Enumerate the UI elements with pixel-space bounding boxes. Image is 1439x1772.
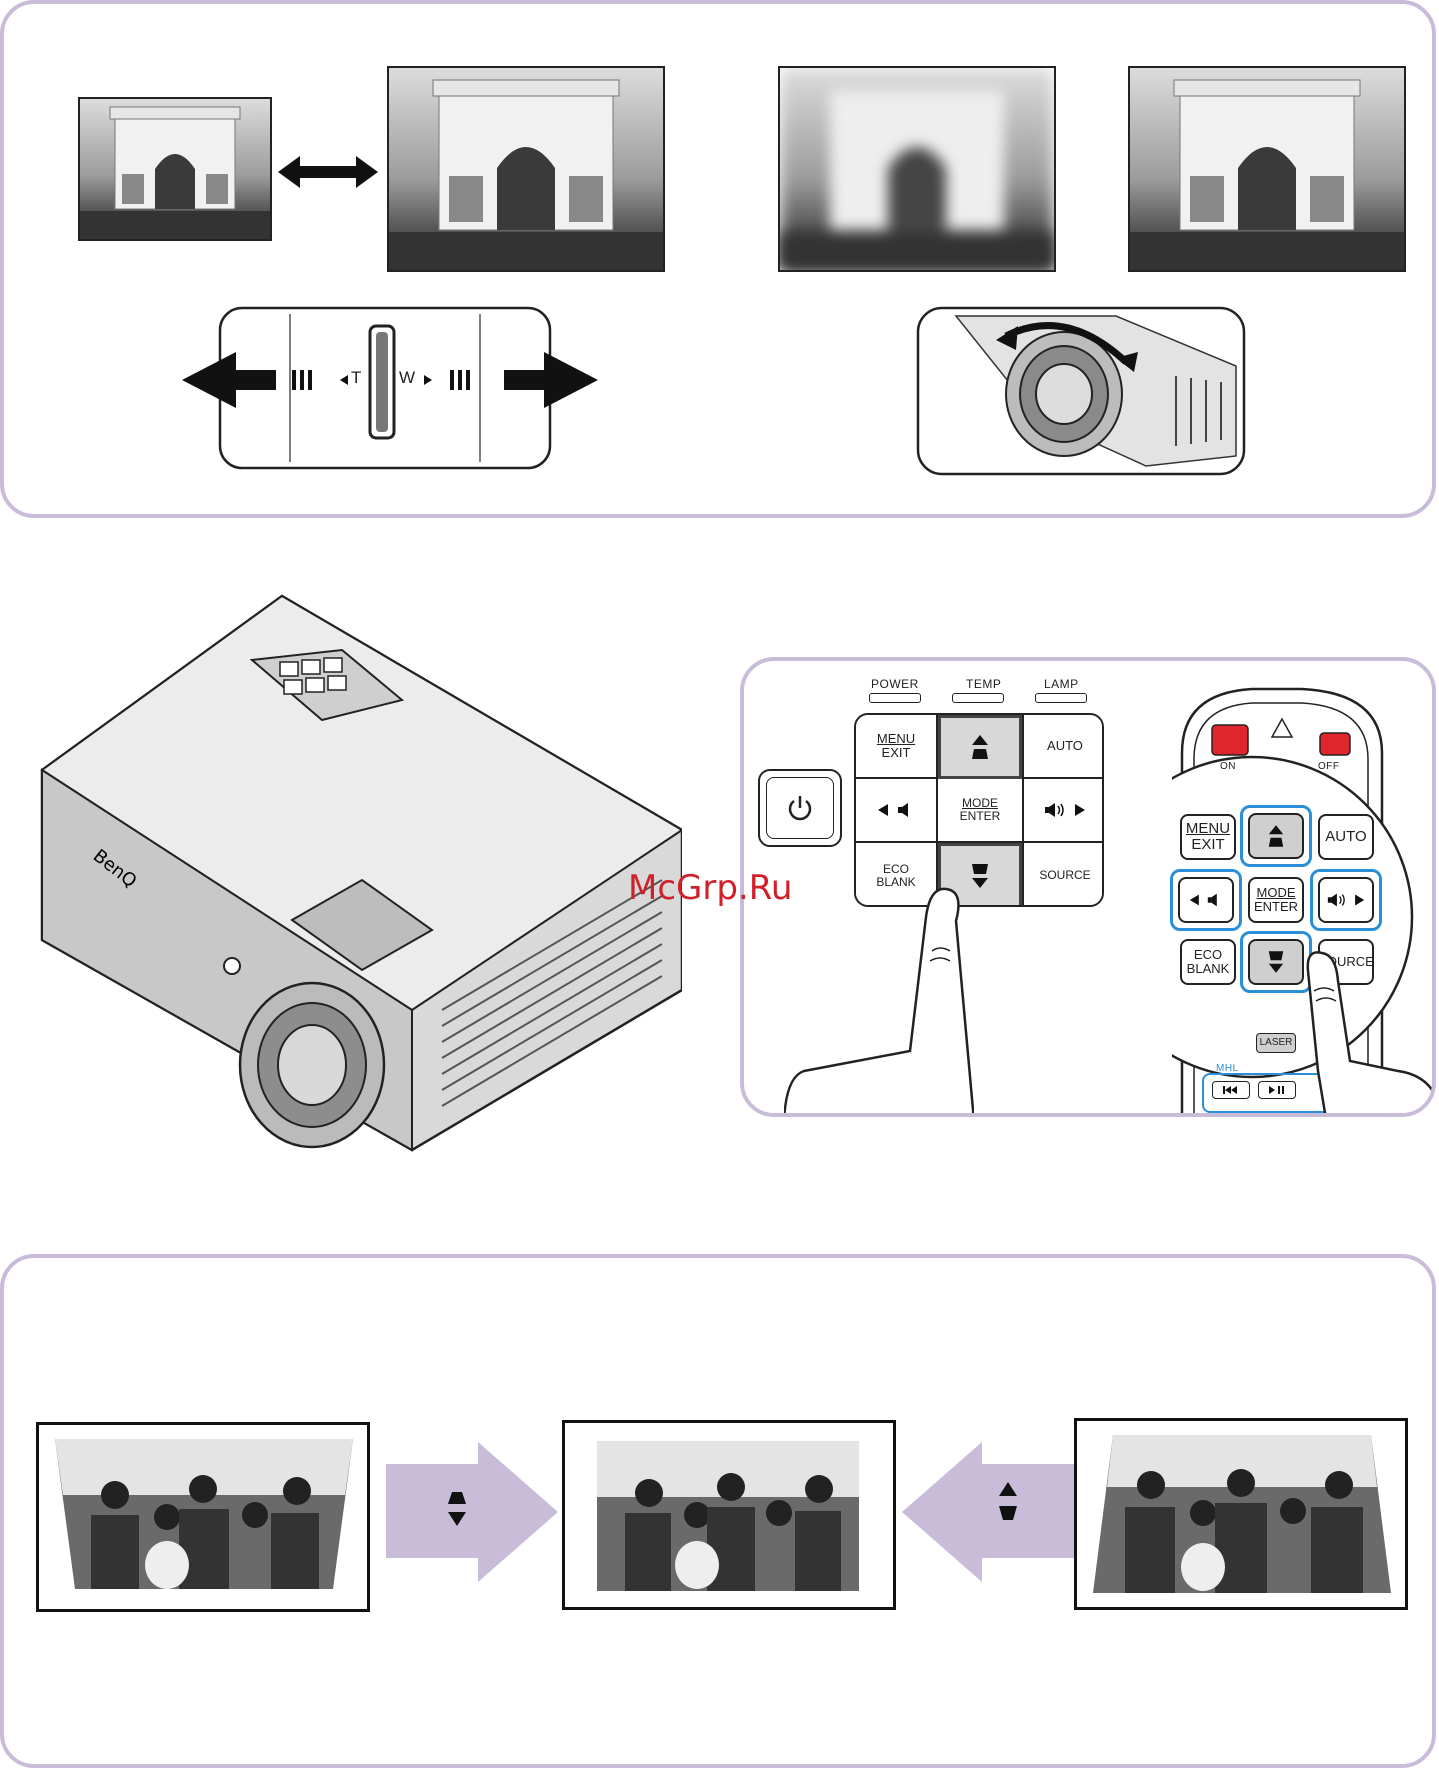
remote-eco-blank-key[interactable]: ECO BLANK xyxy=(1180,939,1236,985)
group-photo-corrected xyxy=(565,1423,893,1607)
remote-right-volume-key[interactable] xyxy=(1318,877,1374,923)
zoom-double-arrow-icon xyxy=(278,152,378,192)
watermark-text: McGrp.Ru xyxy=(628,868,792,908)
finger-icon xyxy=(1278,951,1436,1117)
keystone-up-icon xyxy=(1267,823,1285,849)
previous-icon xyxy=(1223,1086,1239,1094)
arch-illustration xyxy=(389,68,663,270)
keystone-frame-center xyxy=(562,1420,896,1610)
arc-photo-sharp xyxy=(1128,66,1406,272)
remote-mode-enter-key[interactable]: MODE ENTER xyxy=(1248,877,1304,923)
left-volume-down-icon xyxy=(876,802,916,818)
keystone-up-icon xyxy=(970,733,990,761)
remote-on-label: ON xyxy=(1220,761,1236,772)
keystone-up-key[interactable] xyxy=(938,715,1022,779)
wide-label: W xyxy=(399,368,415,388)
lamp-indicator-label: LAMP xyxy=(1044,677,1079,691)
control-panel-box: POWER TEMP LAMP MENU EXIT AUTO MODE ENTE… xyxy=(740,657,1436,1117)
remote-menu-exit-key[interactable]: MENU EXIT xyxy=(1180,814,1236,860)
temp-indicator-label: TEMP xyxy=(966,677,1001,691)
arch-illustration xyxy=(80,99,270,239)
right-volume-up-icon xyxy=(1326,892,1366,908)
mode-enter-key[interactable]: MODE ENTER xyxy=(938,779,1022,843)
right-volume-key[interactable] xyxy=(1022,779,1104,843)
keystone-frame-right xyxy=(1074,1418,1408,1610)
arc-photo-large xyxy=(387,66,665,272)
arch-illustration xyxy=(780,68,1054,270)
power-button[interactable] xyxy=(758,769,842,847)
tele-label: T xyxy=(351,368,361,388)
group-photo-distorted xyxy=(39,1425,367,1609)
keypad: MENU EXIT AUTO MODE ENTER ECO BLANK SOUR… xyxy=(854,713,1104,907)
arc-photo-blurred xyxy=(778,66,1056,272)
remote-off-label: OFF xyxy=(1318,761,1340,772)
remote-left-volume-key[interactable] xyxy=(1178,877,1234,923)
keystone-frame-left xyxy=(36,1422,370,1612)
lamp-led xyxy=(1035,693,1087,703)
right-volume-up-icon xyxy=(1043,802,1087,818)
zoom-ring-illustration xyxy=(180,302,600,472)
power-icon xyxy=(785,793,815,823)
finger-icon xyxy=(784,881,974,1117)
temp-led xyxy=(952,693,1004,703)
zoom-focus-panel: T W xyxy=(0,0,1436,518)
group-photo-distorted xyxy=(1077,1421,1405,1607)
keystone-arrow-right xyxy=(386,1442,558,1582)
source-key[interactable]: SOURCE xyxy=(1022,843,1104,907)
auto-key[interactable]: AUTO xyxy=(1022,715,1104,779)
remote-keystone-up-key[interactable] xyxy=(1248,813,1304,859)
keystone-panel xyxy=(0,1254,1436,1768)
left-volume-down-icon xyxy=(1188,892,1224,908)
projector-illustration: BenQ xyxy=(22,590,682,1160)
remote-previous-key[interactable] xyxy=(1212,1081,1250,1099)
left-volume-key[interactable] xyxy=(856,779,938,843)
remote-auto-key[interactable]: AUTO xyxy=(1318,814,1374,860)
power-led xyxy=(869,693,921,703)
arc-photo-small xyxy=(78,97,272,241)
arch-illustration xyxy=(1130,68,1404,270)
menu-exit-key[interactable]: MENU EXIT xyxy=(856,715,938,779)
focus-ring-illustration xyxy=(916,306,1246,478)
keystone-arrow-left xyxy=(902,1442,1074,1582)
power-indicator-label: POWER xyxy=(871,677,919,691)
